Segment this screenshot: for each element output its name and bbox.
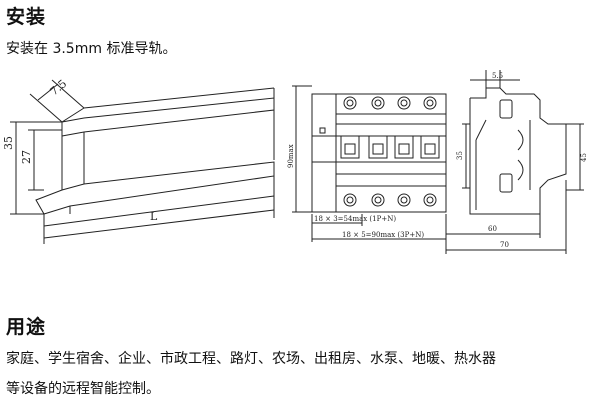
rail-width-label: 7.5: [48, 77, 70, 98]
side-bottom-outer-label: 70: [500, 241, 509, 249]
usage-line-1: 家庭、学生宿舍、企业、市政工程、路灯、农场、出租房、水泵、地暖、热水器: [6, 351, 496, 367]
side-left-label: 35: [456, 151, 464, 160]
front-width-3pn-label: 18 × 5=90max (3P+N): [342, 231, 424, 239]
rail-height-inner-label: 27: [20, 150, 33, 164]
side-top-label: 5.5: [492, 72, 503, 80]
front-height-label: 90max: [287, 144, 295, 168]
side-bottom-inner-label: 60: [488, 225, 497, 233]
usage-line-2: 等设备的远程智能控制。: [6, 381, 160, 397]
front-width-1pn-label: 18 × 3=54max (1P+N): [314, 215, 396, 223]
rail-height-outer-label: 35: [2, 136, 15, 150]
install-description: 安装在 3.5mm 标准导轨。: [6, 41, 177, 57]
breaker-side-view: [445, 70, 584, 254]
usage-title: 用途: [6, 316, 47, 338]
side-right-label: 45: [580, 153, 588, 162]
install-title: 安装: [6, 6, 47, 28]
rail-length-label: L: [150, 210, 158, 223]
din-rail-drawing: [10, 79, 275, 244]
